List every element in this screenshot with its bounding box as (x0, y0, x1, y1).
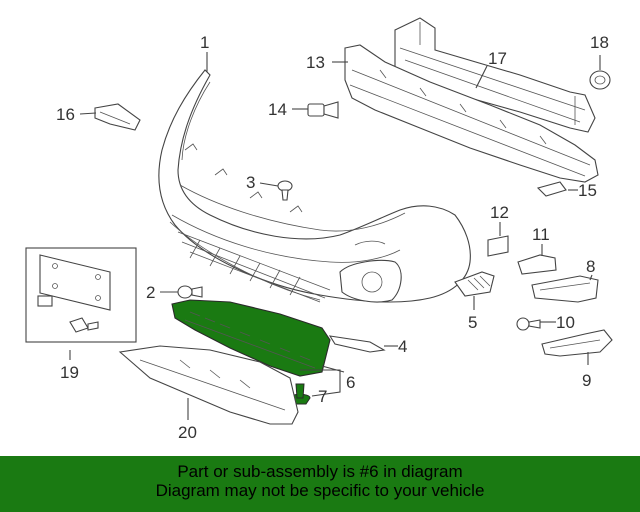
part-11-bracket (517, 254, 557, 275)
notice-line-part: Part or sub-assembly is #6 in diagram (177, 462, 463, 481)
callout-7: 7 (318, 387, 327, 406)
notice-line-disclaimer: Diagram may not be specific to your vehi… (155, 481, 485, 500)
part-15-clip (536, 181, 567, 197)
part-5-bezel (454, 271, 495, 297)
part-12-bracket (487, 235, 509, 257)
fog-lamp-opening (339, 259, 402, 303)
part-8-lamp (531, 275, 599, 303)
part-14-bolt (307, 101, 339, 119)
callout-14: 14 (268, 100, 287, 119)
callout-18: 18 (590, 33, 609, 52)
callout-19: 19 (60, 363, 79, 382)
callout-11: 11 (532, 225, 550, 244)
callout-4: 4 (398, 337, 407, 356)
exploded-parts-diagram: 1 2 3 4 5 6 7 8 9 10 11 12 13 14 15 16 1… (25, 17, 613, 442)
callout-17: 17 (488, 49, 507, 68)
callout-16: 16 (56, 105, 75, 124)
callout-8: 8 (586, 257, 595, 276)
part-2-screw (177, 285, 203, 299)
part-1-bumper-cover (158, 69, 471, 303)
callout-1: 1 (200, 33, 209, 52)
callout-3: 3 (246, 173, 255, 192)
callout-labels: 1 2 3 4 5 6 7 8 9 10 11 12 13 14 15 16 1… (56, 33, 609, 442)
part-13-energy-absorber (344, 44, 599, 183)
part-9-lamp (541, 329, 613, 357)
part-3-fastener (277, 180, 293, 201)
part-4-trim-strip (328, 335, 386, 353)
callout-20: 20 (178, 423, 197, 442)
part-20-under-shield (118, 345, 299, 425)
part-19-license-plate-bracket (25, 247, 137, 343)
part-6-shield-shape (171, 299, 331, 377)
callout-5: 5 (468, 313, 477, 332)
part-18-plug (589, 70, 611, 90)
part-10-screw (516, 317, 541, 331)
callout-13: 13 (306, 53, 325, 72)
notice-banner: Part or sub-assembly is #6 in diagram Di… (0, 456, 640, 512)
part-6-lower-splash-shield (171, 299, 331, 377)
leader-lines (69, 52, 601, 420)
callout-9: 9 (582, 371, 591, 390)
lower-grille-mesh (177, 231, 331, 303)
callout-2: 2 (146, 283, 155, 302)
callout-15: 15 (578, 181, 597, 200)
callout-12: 12 (490, 203, 509, 222)
callout-10: 10 (556, 313, 575, 332)
part-16-bracket (94, 103, 141, 131)
callout-6: 6 (346, 373, 355, 392)
